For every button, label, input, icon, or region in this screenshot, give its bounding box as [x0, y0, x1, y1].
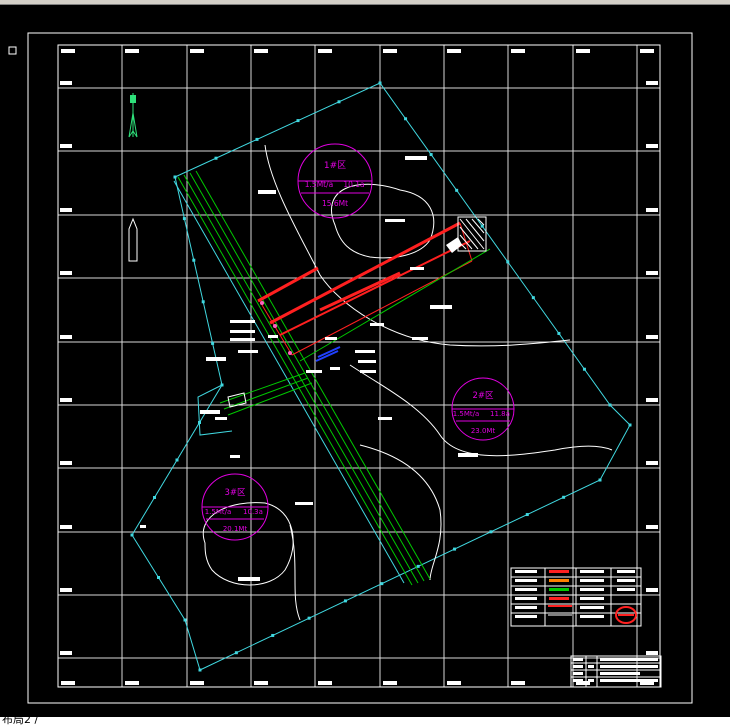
- boundary-markers: [130, 81, 632, 672]
- drainage-line-4: [289, 524, 301, 621]
- coordinate-grid: [58, 45, 660, 687]
- stockpile-arrow-icon: [446, 237, 462, 253]
- zone-3-title: 3#区: [224, 488, 246, 498]
- haul-road: [299, 248, 491, 362]
- legend-table: [510, 567, 642, 627]
- conveyor-lines: [257, 221, 473, 356]
- west-boundary: [197, 384, 233, 436]
- zone-2-title: 2#区: [472, 391, 494, 401]
- scale-symbol-icon: [128, 217, 138, 262]
- zone-2-label: 2#区 1.5Mt/a 11.8a 23.0Mt: [451, 377, 515, 441]
- zone-1-rate: 1.5Mt/a: [305, 180, 333, 189]
- ucs-marker: [8, 46, 17, 55]
- zone-1-title: 1#区: [324, 160, 346, 171]
- railway-spur: [219, 372, 313, 416]
- zone-3-rate: 1.5Mt/a: [205, 508, 232, 516]
- drainage-line-1: [264, 144, 571, 347]
- layout-tab-label[interactable]: 布局2 /: [2, 717, 39, 725]
- toolbar-edge: [0, 0, 730, 5]
- drawing-canvas[interactable]: 1#区 1.5Mt/a 10.1a 15.6Mt 2#区 1.5Mt/a 11.…: [0, 5, 730, 717]
- railway-corridor: [173, 170, 431, 586]
- zone-3-reserve: 20.1Mt: [223, 525, 248, 533]
- title-block-text: [573, 658, 658, 682]
- layout-tab-bar: 布局2 /: [0, 717, 730, 725]
- stockpile-hatch: [457, 216, 487, 252]
- zone-1-label: 1#区 1.5Mt/a 10.1a 15.6Mt: [297, 143, 373, 219]
- zone-2-years: 11.8a: [490, 410, 510, 418]
- blue-feature: [315, 346, 341, 362]
- zone-3-years: 10.3a: [243, 508, 263, 516]
- drawing-annotations: [140, 156, 478, 581]
- legend-entries: [515, 570, 637, 624]
- pit-outline-upper: [330, 183, 435, 259]
- zone-3-label: 3#区 1.5Mt/a 10.3a 20.1Mt: [201, 473, 269, 541]
- sheet-inner-border: [57, 44, 661, 688]
- zone-2-rate: 1.5Mt/a: [453, 410, 480, 418]
- title-block: [570, 655, 662, 688]
- north-arrow-icon: [128, 93, 138, 138]
- zone-1-years: 10.1a: [343, 180, 364, 189]
- zone-1-reserve: 15.6Mt: [322, 199, 348, 208]
- drainage-line-3: [359, 444, 442, 581]
- grid-coordinate-labels: [60, 49, 658, 685]
- sheet-outer-border: [27, 32, 693, 704]
- zone-2-reserve: 23.0Mt: [471, 427, 496, 435]
- junction-markers: [260, 301, 292, 355]
